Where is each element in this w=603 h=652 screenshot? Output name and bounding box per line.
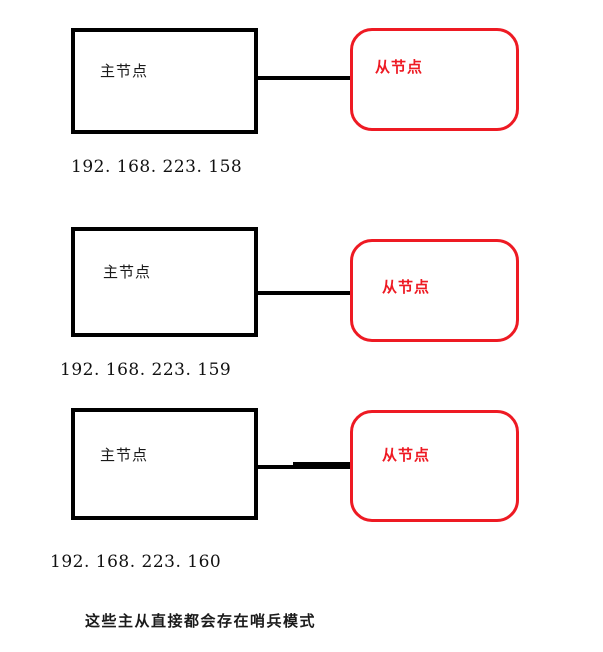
connector-line-3-overlap [293,462,352,465]
master-node-box-1 [71,28,258,134]
ip-address-label-1: 192. 168. 223. 158 [71,157,243,177]
ip-address-label-2: 192. 168. 223. 159 [60,360,232,380]
slave-node-label-2: 从节点 [382,278,431,296]
connector-stub-1 [254,70,258,86]
connector-stub-3 [254,459,258,475]
sentinel-mode-note: 这些主从直接都会存在哨兵模式 [85,612,317,630]
connector-stub-2 [254,285,258,301]
connector-line-2 [256,291,352,295]
slave-node-label-1: 从节点 [375,58,424,76]
master-node-box-2 [71,227,258,337]
ip-address-label-3: 192. 168. 223. 160 [50,552,222,572]
slave-node-box-3 [350,410,519,522]
master-node-box-3 [71,408,258,520]
slave-node-label-3: 从节点 [382,446,431,464]
master-node-label-1: 主节点 [100,62,149,80]
slave-node-box-1 [350,28,519,131]
connector-line-3 [256,465,352,469]
master-node-label-3: 主节点 [100,446,149,464]
master-node-label-2: 主节点 [103,263,152,281]
slave-node-box-2 [350,239,519,342]
connector-line-1 [256,76,352,80]
